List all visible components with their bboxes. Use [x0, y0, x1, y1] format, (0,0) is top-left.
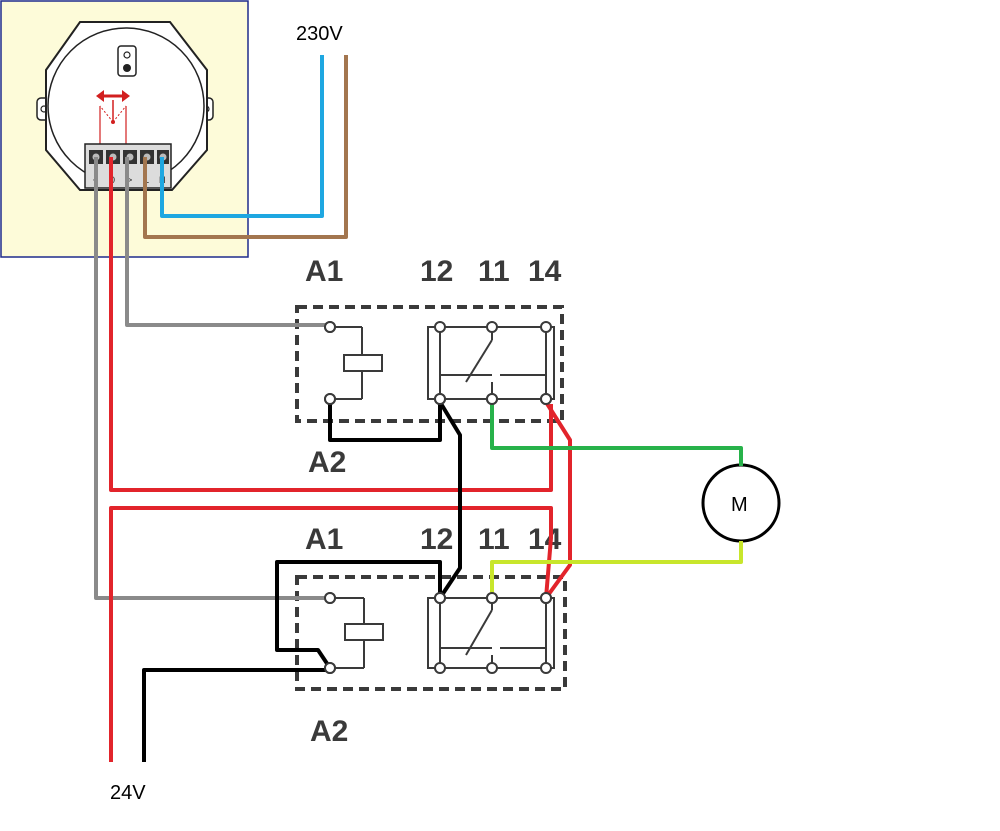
relay-bottom-contact-label-12: 12	[420, 523, 453, 556]
relay-top: A1 12 11 14 A2	[295, 255, 564, 479]
wire-gray-to-bottom-coil	[94, 157, 326, 600]
relay-top-a1-label: A1	[305, 255, 343, 288]
relay-top-outline	[295, 305, 564, 423]
wire-green-top-11-to-motor	[490, 404, 743, 466]
wire-red-24v-to-bottom-14	[109, 506, 553, 762]
low-voltage-label: 24V	[110, 782, 146, 804]
motor-label: M	[731, 494, 748, 516]
relay-top-a2-label: A2	[308, 446, 346, 479]
relay-bottom-outline	[295, 575, 567, 691]
switch-panel: < 0 > L N	[0, 0, 249, 258]
switch-indicator-dot-bottom	[123, 64, 131, 72]
relay-top-contact-label-11: 11	[478, 255, 510, 288]
relay-bottom-contact-label-14: 14	[528, 523, 562, 556]
relay-bottom-contact-label-11: 11	[478, 523, 510, 556]
wire-black-24v-return	[142, 668, 326, 762]
switch-indicator-dot-top	[123, 51, 131, 59]
wire-black-bottom-12-to-bottom-a2	[275, 560, 442, 670]
relay-top-contact-label-12: 12	[420, 255, 453, 288]
wire-gray-to-top-coil	[125, 157, 326, 327]
wire-black-top-12-to-bottom-12	[438, 400, 462, 600]
switch-indicator	[117, 45, 137, 77]
relay-bottom-a2-label: A2	[310, 715, 348, 748]
relay-bottom-coil	[344, 623, 384, 641]
motor: M	[701, 463, 781, 543]
wire-black-top-a2-to-top-12	[328, 402, 442, 442]
wire-blue-neutral	[160, 55, 324, 218]
rocker-switch-icon	[96, 90, 130, 148]
relay-top-contact-label-14: 14	[528, 255, 562, 288]
relay-top-coil	[343, 354, 383, 372]
switch-terminal-label: >	[127, 175, 132, 185]
wires	[94, 55, 743, 762]
wire-lime-bottom-11-to-motor	[490, 541, 743, 595]
relay-bottom-a1-label: A1	[305, 523, 343, 556]
wire-brown-live	[143, 55, 348, 239]
mains-voltage-label: 230V	[296, 23, 343, 45]
terminal-overlays	[324, 321, 552, 674]
wire-red-top-14-to-bottom-14	[544, 400, 572, 600]
relay-bottom: A1 12 11 14 A2	[295, 523, 567, 748]
